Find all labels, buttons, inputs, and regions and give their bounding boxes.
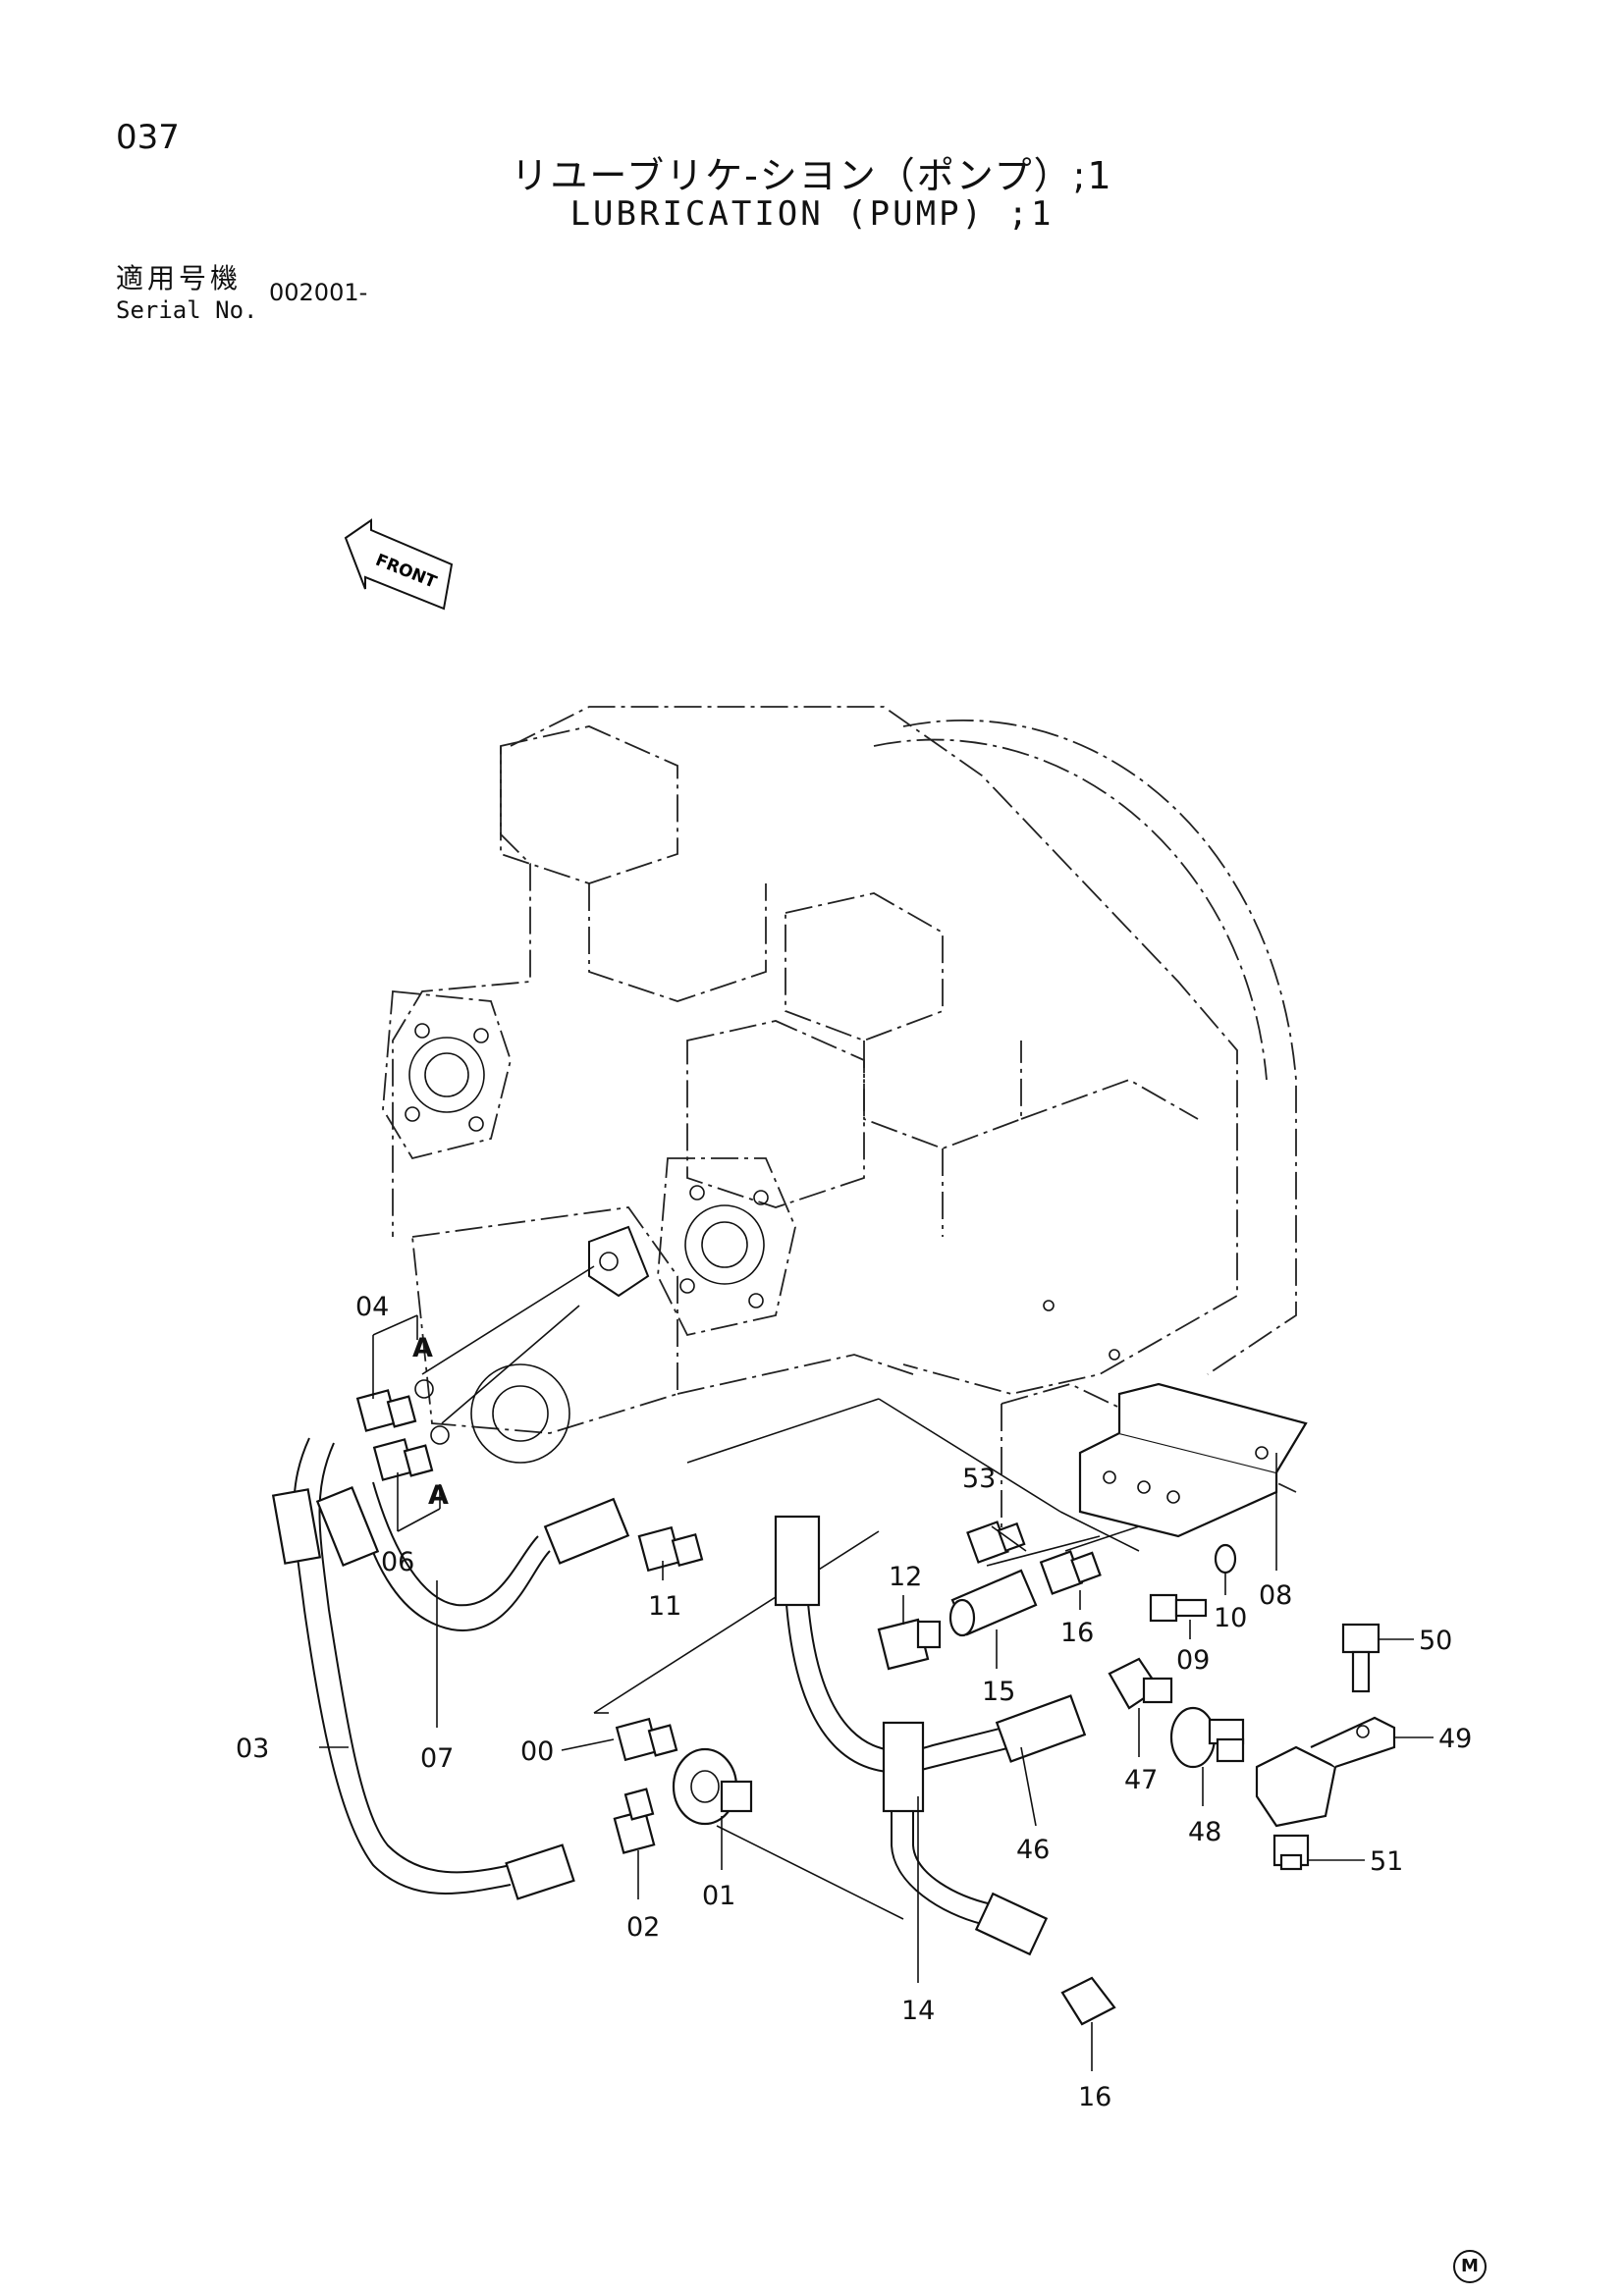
fitting-04	[355, 1389, 417, 1432]
washer-10	[1214, 1543, 1237, 1575]
hose-07	[315, 1481, 630, 1631]
tee-47	[1108, 1657, 1173, 1710]
view-marker-upper: A	[412, 1333, 433, 1363]
serial-label-japanese: 適用号機	[116, 262, 243, 294]
serial-label-english: Serial No.	[116, 296, 258, 324]
part-label-10: 10	[1214, 1603, 1247, 1633]
page-number: 037	[116, 118, 180, 157]
serial-number: 002001-	[269, 279, 368, 306]
front-arrow-icon: FRONT	[344, 518, 454, 611]
hose-13	[774, 1515, 1087, 1956]
part-label-49: 49	[1438, 1724, 1472, 1754]
plug-51	[1272, 1834, 1310, 1871]
fitting-11	[637, 1525, 704, 1573]
manufacturer-mark: M	[1453, 2250, 1487, 2283]
part-label-48: 48	[1188, 1817, 1221, 1847]
port-a-upper	[414, 1379, 434, 1399]
part-label-04: 04	[355, 1292, 389, 1322]
part-label-46: 46	[1016, 1835, 1050, 1865]
fitting-48	[1169, 1706, 1245, 1769]
callout-lines	[319, 1314, 1434, 2071]
part-label-11: 11	[648, 1591, 681, 1622]
part-label-50: 50	[1419, 1626, 1452, 1656]
part-label-06: 06	[381, 1547, 414, 1577]
port-a-lower	[430, 1425, 450, 1445]
part-label-12: 12	[889, 1562, 922, 1592]
part-label-51: 51	[1370, 1846, 1403, 1877]
part-label-14: 15	[982, 1677, 1015, 1707]
part-label-13: 14	[901, 1996, 935, 2026]
fitting-16	[1039, 1550, 1102, 1595]
check-valve-14	[948, 1569, 1038, 1637]
leader-lines	[421, 1265, 1140, 1920]
front-label: FRONT	[373, 551, 440, 593]
title-english: LUBRICATION (PUMP) ;1	[569, 194, 1055, 234]
part-label-15: 16	[1078, 2082, 1111, 2112]
part-label-03: 03	[236, 1734, 269, 1764]
part-label-08: 08	[1259, 1580, 1292, 1611]
fitting-02	[613, 1788, 656, 1854]
bracket-49	[1255, 1716, 1396, 1828]
part-label-02: 02	[626, 1912, 660, 1943]
part-label-01: 01	[702, 1881, 735, 1911]
bracket-08	[1078, 1382, 1308, 1538]
part-label-09: 09	[1176, 1645, 1210, 1676]
bolt-50	[1341, 1623, 1380, 1693]
part-label-00: 00	[520, 1736, 554, 1767]
pump-assembly-outline	[382, 706, 1297, 1531]
tee-01	[672, 1747, 753, 1826]
part-label-07: 07	[420, 1743, 454, 1774]
fitting-00	[615, 1717, 678, 1762]
part-label-47: 47	[1124, 1765, 1158, 1795]
part-label-53: 53	[962, 1464, 996, 1494]
fitting-53	[966, 1521, 1026, 1564]
elbow-12	[877, 1618, 942, 1671]
bolt-09	[1149, 1593, 1208, 1623]
title-japanese: リユーブリケ-シヨン（ポンプ）;1	[511, 154, 1113, 197]
hose-03	[271, 1437, 575, 1900]
view-marker-lower: A	[428, 1480, 449, 1511]
fitting-06	[372, 1438, 434, 1481]
clamp-15	[1060, 1976, 1116, 2026]
part-label-16: 16	[1060, 1618, 1094, 1648]
